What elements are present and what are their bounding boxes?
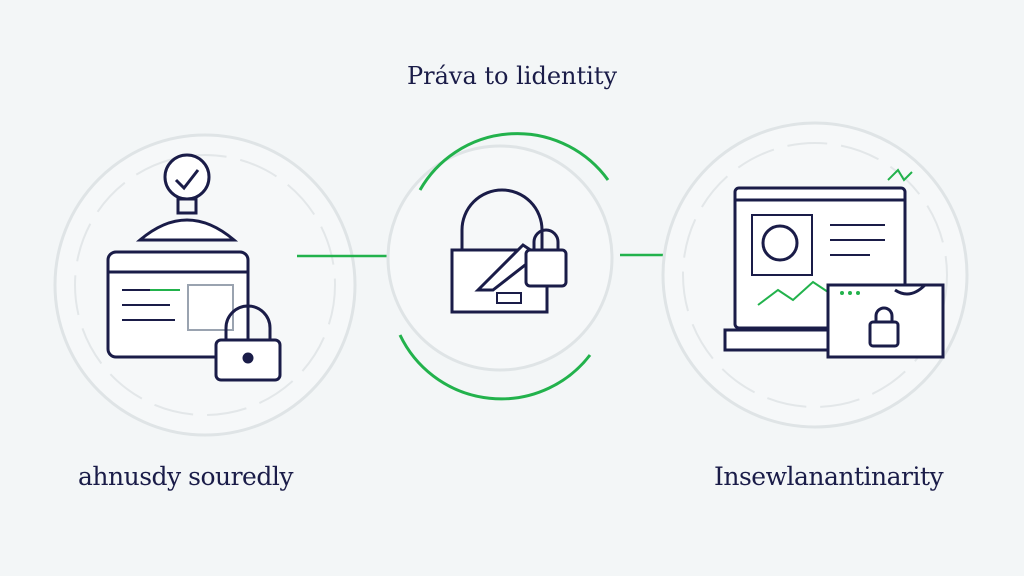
step-1-label: ahnusdy souredly [78,462,293,491]
diagram-title: Práva to lidentity [406,62,618,90]
step-3-label: Insewlanantinarity [714,462,944,491]
padlock-key-icon [450,188,568,314]
step-3-node [661,121,969,429]
user-computer-lock-icon [106,153,282,382]
step-2-node [386,132,614,401]
laptop-dashboard-lock-icon [723,168,945,359]
step-1-node [53,133,357,437]
